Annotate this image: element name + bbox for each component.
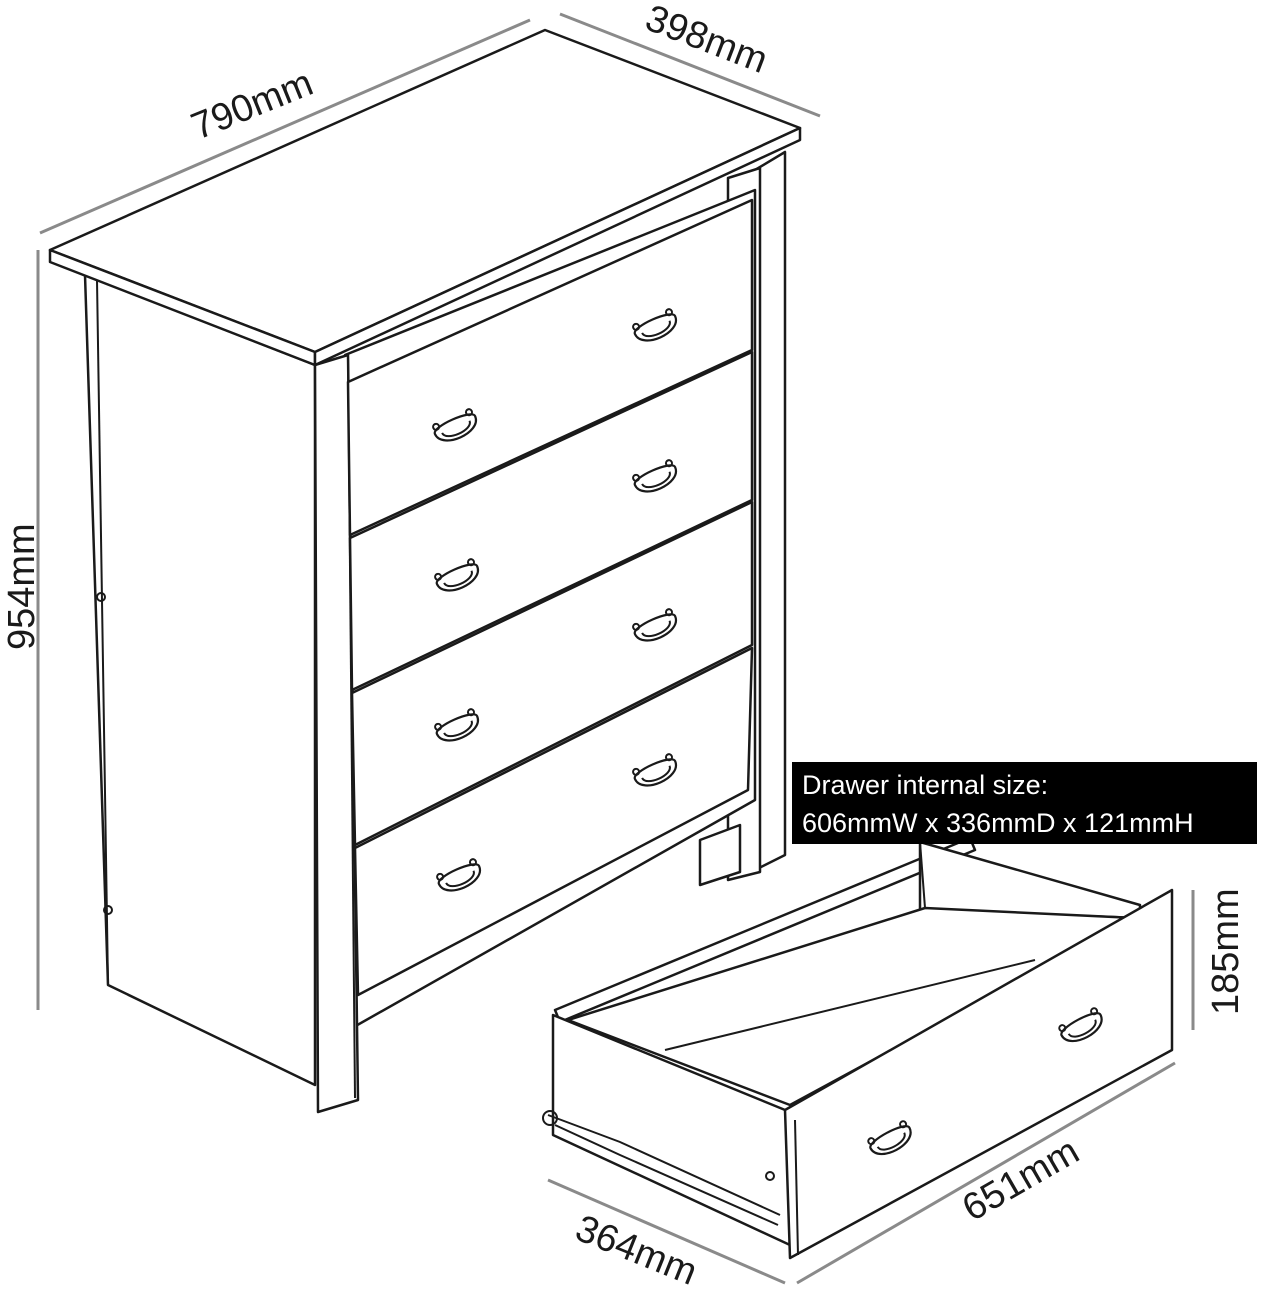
drawer-runner	[547, 1114, 781, 1216]
side-screw-top	[96, 592, 106, 602]
cup-handle-icon[interactable]	[1057, 1007, 1106, 1048]
chest-side-panel	[83, 273, 317, 1087]
drawer-info-size: 606mmW x 336mmD x 121mmH	[802, 808, 1194, 838]
width-dimension-line	[39, 18, 531, 235]
drawer-front-1[interactable]	[346, 198, 754, 537]
drawer-runner-lower	[554, 1124, 779, 1226]
depth-dimension-line	[559, 12, 821, 118]
drawer-width-dimension-line	[547, 1178, 786, 1285]
depth-label: 398mm	[640, 0, 773, 82]
cup-handle-icon[interactable]	[431, 408, 480, 446]
runner-wheel	[542, 1110, 558, 1126]
drawer-side-screw	[765, 1171, 775, 1181]
width-label: 790mm	[186, 62, 319, 148]
cup-handle-icon[interactable]	[631, 608, 680, 646]
drawer-front-3[interactable]	[350, 500, 754, 847]
cup-handle-icon[interactable]	[866, 1120, 915, 1161]
cup-handle-icon[interactable]	[631, 459, 680, 497]
cup-handle-icon[interactable]	[631, 753, 680, 791]
chest-top-side-edge	[313, 126, 802, 367]
left-post	[313, 353, 360, 1114]
drawer-inner-corner	[919, 841, 926, 909]
drawer-width-label: 364mm	[570, 1207, 703, 1293]
height-label: 954mm	[1, 523, 43, 650]
drawer-info-title: Drawer internal size:	[802, 770, 1049, 800]
open-drawer	[542, 836, 1174, 1260]
drawer-length-dimension-line	[796, 1061, 1176, 1285]
cup-handle-icon[interactable]	[631, 308, 680, 346]
drawer-front-4[interactable]	[353, 646, 754, 997]
rear-leg	[698, 823, 742, 887]
cup-handle-icon[interactable]	[433, 708, 482, 746]
open-drawer-front[interactable]	[783, 888, 1174, 1260]
drawer-front-2[interactable]	[348, 350, 754, 692]
drawer-floor-line	[664, 959, 1036, 1051]
drawer-internal-size-box: Drawer internal size: 606mmW x 336mmD x …	[792, 762, 1257, 844]
drawer-handles	[431, 308, 680, 896]
open-drawer-front-edge	[794, 1119, 799, 1256]
side-screw-bottom	[103, 905, 113, 915]
cup-handle-icon[interactable]	[435, 858, 484, 896]
dimension-lines	[36, 12, 1195, 1285]
side-panel-edge	[96, 279, 109, 986]
drawer-fronts	[346, 198, 754, 997]
cup-handle-icon[interactable]	[433, 558, 482, 596]
drawer-height-label: 185mm	[1205, 888, 1247, 1015]
drawer-inner-right	[918, 840, 1142, 920]
